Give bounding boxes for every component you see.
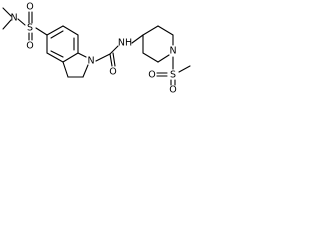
bond-pip-1: [142, 25, 159, 36]
bond-methyl-b: [2, 19, 12, 30]
atom-s-sulfonamide: S: [27, 23, 33, 34]
bond-ring-1: [46, 25, 64, 36]
bond-lines: [2, 7, 191, 86]
atom-o-sulfonamide-bottom: O: [26, 41, 33, 52]
bond-pip-5: [142, 52, 159, 63]
atom-nh-amide: NH: [118, 38, 132, 49]
bond-c3a-c3: [62, 61, 69, 78]
chemical-structure: N S O O N O NH N S O O: [2, 2, 191, 95]
atom-n-dimethyl: N: [10, 13, 17, 24]
bond-ring-4: [62, 52, 79, 63]
atom-labels: N S O O N O NH N S O O: [10, 2, 176, 95]
bond-ring-inner-1: [50, 30, 64, 39]
bond-co-2: [112, 52, 116, 67]
bond-s-ring: [35, 27, 48, 36]
atom-n-indoline: N: [87, 56, 94, 67]
bond-carbonyl-nh: [109, 45, 119, 55]
bond-ring-inner-3: [50, 50, 64, 58]
bond-mesyl-methyl: [178, 65, 191, 73]
bond-co-1: [109, 53, 113, 67]
atom-s-mesyl: S: [170, 70, 176, 81]
bond-n-s: [17, 18, 26, 26]
atom-o-mesyl-bottom: O: [169, 85, 176, 95]
atom-n-piperidine: N: [169, 46, 176, 57]
bond-n1-c7a: [77, 52, 87, 58]
atom-o-mesyl-left: O: [148, 70, 155, 81]
bond-ring-2: [62, 25, 79, 36]
bond-c2-n1: [82, 64, 89, 78]
bond-methyl-a: [2, 7, 12, 17]
bond-nh-c3: [131, 34, 144, 44]
bond-pip-4: [157, 54, 170, 63]
bond-ring-5: [46, 52, 64, 63]
bond-pip-2: [157, 25, 174, 36]
atom-o-sulfonamide-top: O: [26, 2, 33, 13]
bond-n1-carbonyl: [95, 53, 111, 62]
atom-o-carbonyl: O: [109, 67, 116, 78]
